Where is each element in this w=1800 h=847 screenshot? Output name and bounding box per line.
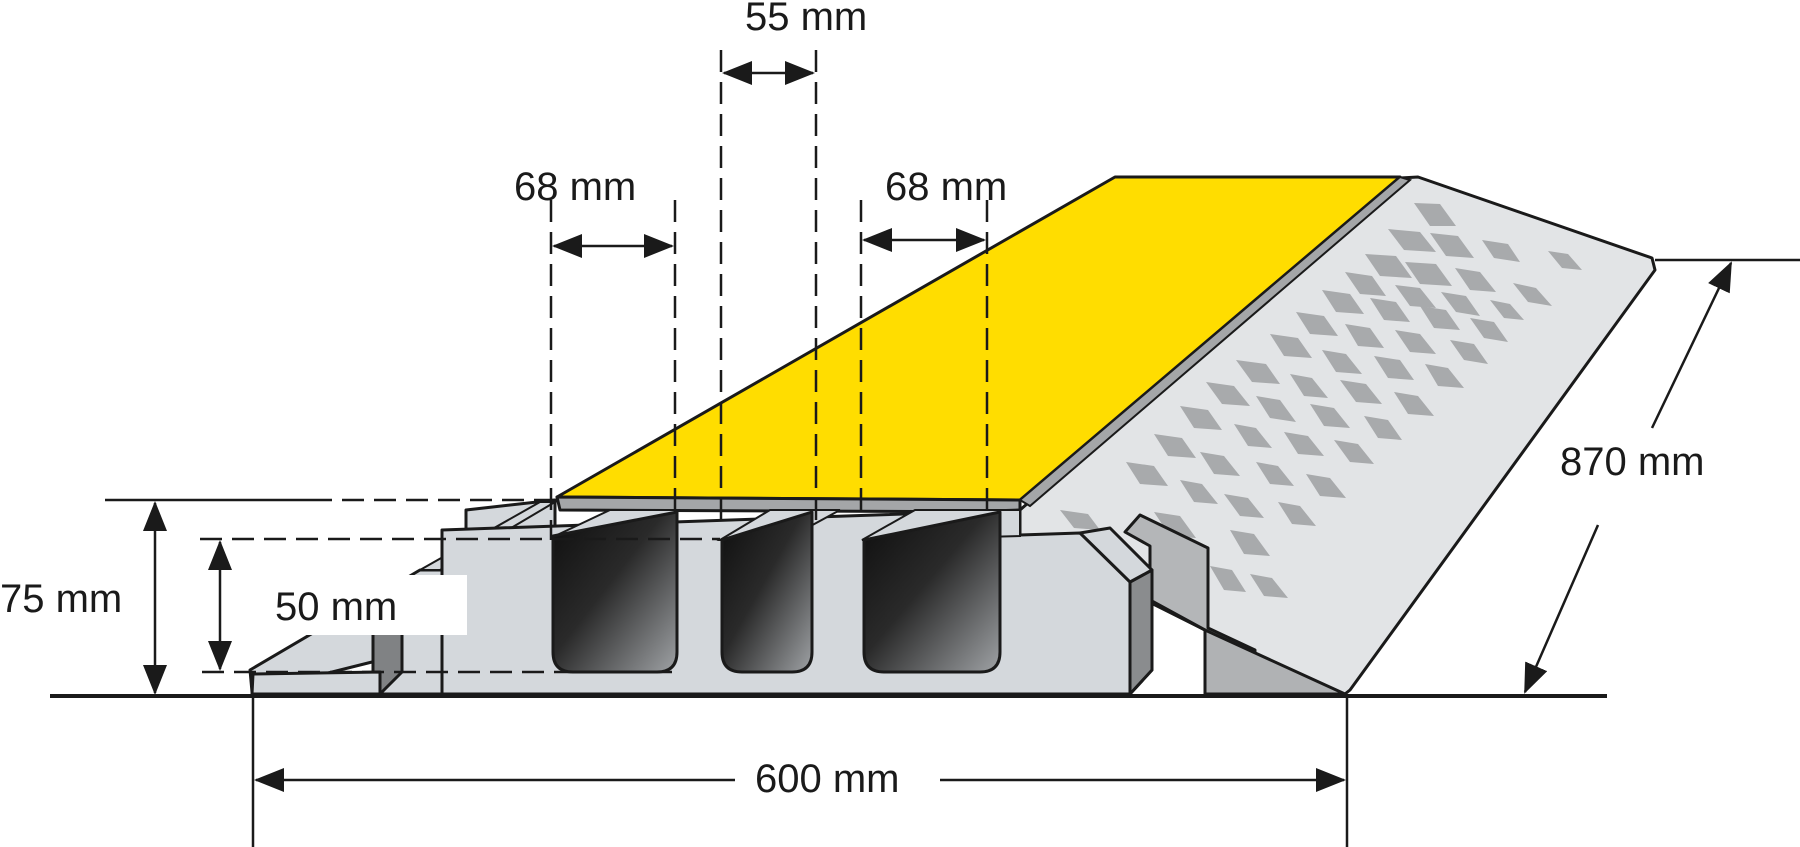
dim-arrow-870-top: [1650, 261, 1733, 429]
label-68mm-left: 68 mm: [514, 165, 636, 209]
channel-right: [862, 510, 1002, 674]
label-870mm: 870 mm: [1560, 440, 1705, 484]
right-ramp: [1003, 175, 1657, 696]
label-68mm-right: 68 mm: [885, 165, 1007, 209]
lid-edge-strip: [1018, 175, 1413, 508]
label-55mm: 55 mm: [745, 0, 867, 39]
channel-center: [720, 510, 814, 674]
dim-arrow-870-bottom: [1523, 524, 1600, 694]
label-50mm: 50 mm: [275, 585, 397, 629]
channel-left: [551, 510, 679, 674]
body-side-face: [1128, 568, 1154, 696]
label-600mm: 600 mm: [755, 757, 900, 801]
tread-pattern: [1060, 203, 1582, 598]
ramp-connector-face: [1203, 628, 1347, 696]
label-75mm: 75 mm: [0, 577, 122, 621]
